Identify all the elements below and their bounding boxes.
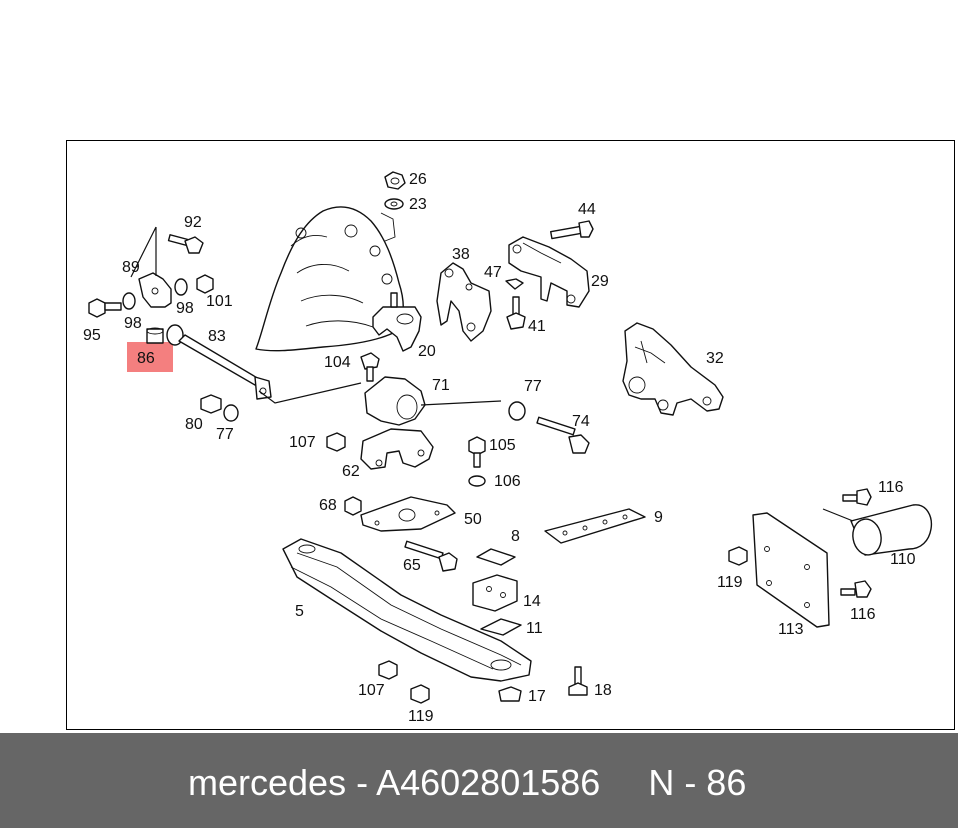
washer-106 <box>468 475 486 487</box>
label-26: 26 <box>409 171 427 188</box>
label-77-left: 77 <box>216 426 234 443</box>
label-41: 41 <box>528 318 546 335</box>
bolt-95 <box>88 298 122 318</box>
label-74: 74 <box>572 413 590 430</box>
nut-68 <box>344 496 362 516</box>
label-92: 92 <box>184 214 202 231</box>
footer-separator: - <box>346 762 377 803</box>
label-104: 104 <box>324 354 351 371</box>
plate-113 <box>752 512 830 628</box>
label-8: 8 <box>511 528 520 545</box>
support-29 <box>508 236 590 308</box>
label-17: 17 <box>528 688 546 705</box>
mount-bracket-62 <box>360 428 434 470</box>
label-101: 101 <box>206 293 233 310</box>
label-32: 32 <box>706 350 724 367</box>
clip-8 <box>476 548 516 566</box>
label-98-lower: 98 <box>124 315 142 332</box>
label-68: 68 <box>319 497 337 514</box>
bracket-20 <box>372 292 422 352</box>
bolt-104 <box>360 352 380 382</box>
crossmember-5 <box>282 538 532 682</box>
label-11: 11 <box>526 620 543 637</box>
nut-17 <box>498 686 522 702</box>
footer-position: N - 86 <box>648 762 747 803</box>
bolt-41 <box>506 296 526 330</box>
label-62: 62 <box>342 463 360 480</box>
label-18: 18 <box>594 682 612 699</box>
label-86: 86 <box>137 350 155 367</box>
bolt-44 <box>550 220 594 240</box>
label-119-right: 119 <box>717 574 743 591</box>
footer-part-number: A4602801586 <box>376 762 601 803</box>
nut-26 <box>384 171 406 190</box>
bushing-86 <box>146 324 184 346</box>
nut-119-right <box>728 546 748 566</box>
exploded-parts-diagram: 26 23 44 92 38 47 29 89 98 101 95 98 83 … <box>83 171 933 725</box>
label-106: 106 <box>494 473 521 490</box>
label-107-upper: 107 <box>289 434 316 451</box>
bolt-65 <box>404 540 458 572</box>
bolt-116-upper <box>842 488 872 506</box>
label-107-lower: 107 <box>358 682 385 699</box>
label-116-lower: 116 <box>850 606 876 623</box>
label-44: 44 <box>578 201 596 218</box>
clip-47 <box>505 278 524 290</box>
nut-107-upper <box>326 432 346 452</box>
nut-80 <box>200 394 222 414</box>
nut-119-lower <box>410 684 430 704</box>
bolt-105 <box>468 436 486 468</box>
plate-89 <box>130 226 172 308</box>
label-116-upper: 116 <box>878 479 904 496</box>
label-110: 110 <box>890 551 916 568</box>
footer-brand: mercedes <box>188 762 347 803</box>
label-95: 95 <box>83 327 101 344</box>
label-47: 47 <box>484 264 502 281</box>
washer-77-left <box>223 404 239 422</box>
highlight-box-86 <box>127 342 173 372</box>
label-105: 105 <box>489 437 516 454</box>
label-9: 9 <box>654 509 663 526</box>
rod-83 <box>178 334 272 400</box>
label-23: 23 <box>409 196 427 213</box>
bracket-50 <box>360 496 456 532</box>
block-14 <box>472 574 518 612</box>
cylinder-110 <box>822 504 933 556</box>
label-20: 20 <box>418 343 436 360</box>
label-83: 83 <box>208 328 226 345</box>
label-71: 71 <box>432 377 450 394</box>
label-89: 89 <box>122 259 140 276</box>
bolt-74 <box>536 416 590 454</box>
label-98-upper: 98 <box>176 300 194 317</box>
label-113: 113 <box>778 621 804 638</box>
bolt-116-lower <box>840 580 872 598</box>
label-50: 50 <box>464 511 482 528</box>
bracket-32 <box>622 322 724 416</box>
bolt-18 <box>568 666 588 696</box>
nut-107-lower <box>378 660 398 680</box>
label-65: 65 <box>403 557 421 574</box>
label-80: 80 <box>185 416 203 433</box>
footer-caption: mercedes - A4602801586 N - 86 <box>188 762 746 804</box>
label-119-lower: 119 <box>408 708 434 725</box>
plate-11 <box>480 618 522 636</box>
label-14: 14 <box>523 593 541 610</box>
transmission-housing <box>255 206 404 352</box>
washer-23 <box>384 198 404 210</box>
mount-71 <box>364 376 502 426</box>
washer-98-upper <box>174 278 188 296</box>
washer-77-right <box>508 401 526 421</box>
footer-bar <box>0 733 958 828</box>
label-5: 5 <box>295 603 304 620</box>
label-77-right: 77 <box>524 378 542 395</box>
leader-line-rod <box>258 382 362 404</box>
label-29: 29 <box>591 273 609 290</box>
plate-9 <box>544 508 646 544</box>
bracket-38 <box>436 262 492 342</box>
nut-101 <box>196 274 214 294</box>
label-38: 38 <box>452 246 470 263</box>
washer-98-lower <box>122 292 136 310</box>
bolt-92 <box>167 234 204 254</box>
parts-diagram-frame: 26 23 44 92 38 47 29 89 98 101 95 98 83 … <box>66 140 955 730</box>
